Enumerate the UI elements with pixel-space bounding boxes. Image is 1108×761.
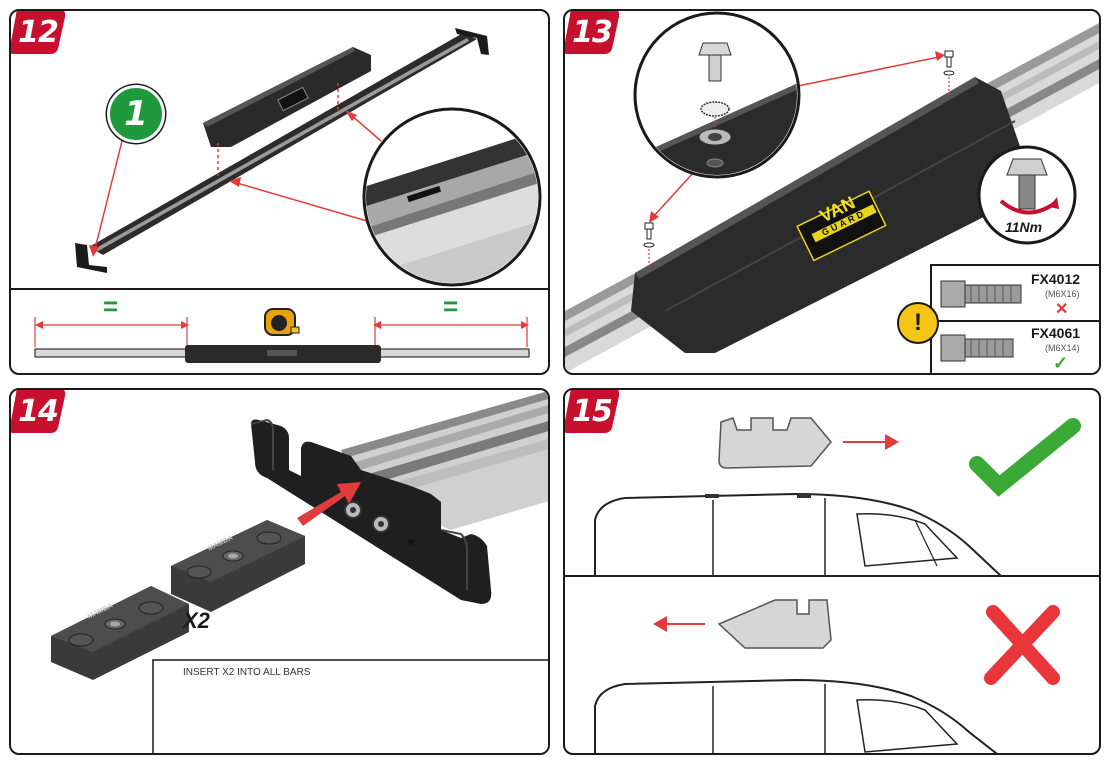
step-14-illustration xyxy=(51,391,548,753)
step-14-panel: 14 MAMBA MAMBA X2 INSERT X2 INTO ALL BAR… xyxy=(9,388,550,755)
equal-sign-left: = xyxy=(103,291,119,321)
warning-icon: ! xyxy=(897,302,939,344)
equal-sign-right: = xyxy=(443,291,459,321)
step-13-illustration xyxy=(565,11,1099,373)
step-14-number: 14 xyxy=(18,393,59,429)
multiplier-label: X2 xyxy=(183,608,210,633)
callout-circle: 1 xyxy=(107,85,165,143)
step-12-badge: 12 xyxy=(11,11,69,57)
step-15-number: 15 xyxy=(572,393,613,429)
step-15-panel: 15 xyxy=(563,388,1101,755)
bolt-code-2: FX4061 xyxy=(1031,325,1081,341)
instruction-note: INSERT X2 INTO ALL BARS xyxy=(183,667,311,678)
bolt-size-1: (M6X16) xyxy=(1045,289,1080,299)
step-12-panel: 12 1 = = xyxy=(9,9,550,375)
check-icon: ✓ xyxy=(1053,353,1069,373)
step-15-illustration xyxy=(565,417,1099,753)
bolt-code-1: FX4012 xyxy=(1031,271,1081,287)
cross-icon: ✕ xyxy=(1055,301,1069,318)
callout-number: 1 xyxy=(124,94,148,134)
torque-value: 11Nm xyxy=(1005,219,1043,235)
step-13-badge: 13 xyxy=(565,11,623,57)
step-14-badge: 14 xyxy=(11,390,69,436)
bolt-size-2: (M6X14) xyxy=(1045,343,1080,353)
step-13-number: 13 xyxy=(572,14,613,50)
step-12-illustration xyxy=(11,28,548,363)
step-12-number: 12 xyxy=(18,14,59,50)
step-15-badge: 15 xyxy=(565,390,623,436)
step-13-panel: 13 VAN GUARD 11Nm ! FX4012 (M6X16) ✕ FX4… xyxy=(563,9,1101,375)
